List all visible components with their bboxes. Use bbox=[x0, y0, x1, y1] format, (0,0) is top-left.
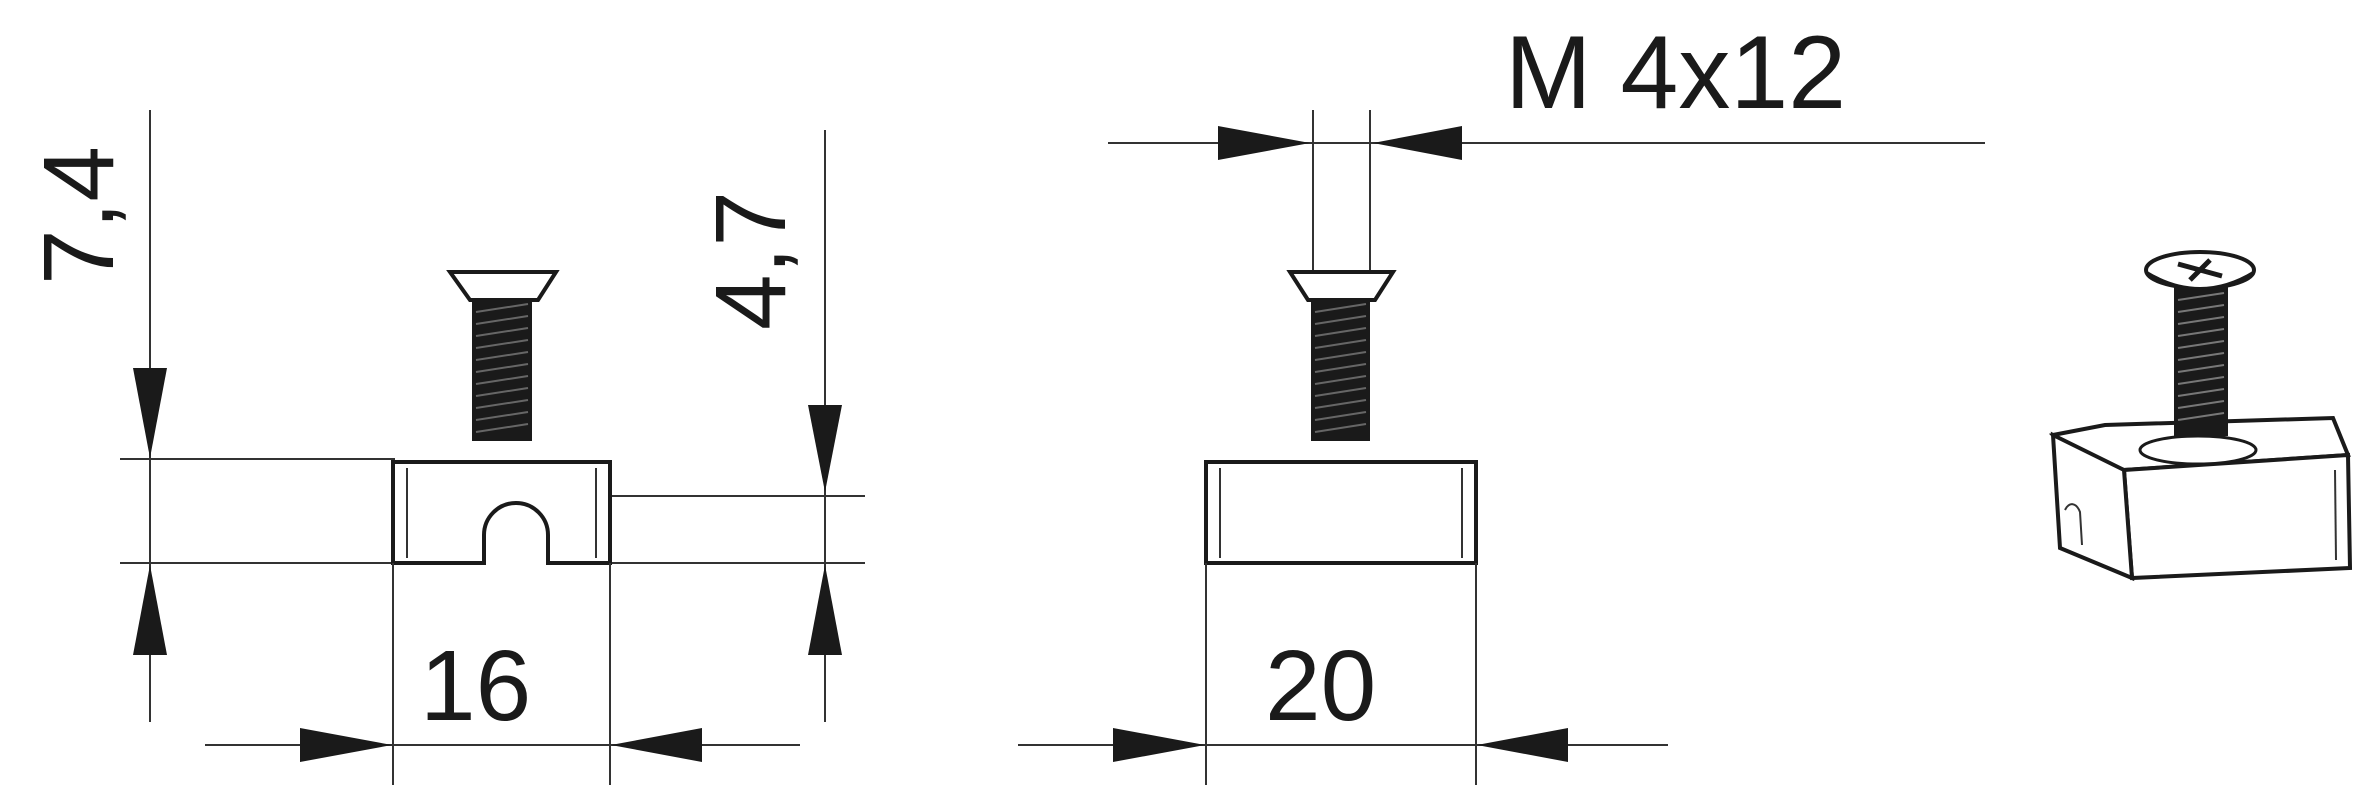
dim-label-16: 16 bbox=[420, 630, 531, 742]
dim-label-20: 20 bbox=[1265, 630, 1376, 742]
arrow-16-right bbox=[611, 728, 702, 762]
iso-hole bbox=[2138, 434, 2258, 466]
screw-front bbox=[1286, 270, 1397, 441]
screw-side bbox=[446, 270, 560, 441]
arrow-20-left bbox=[1113, 728, 1205, 762]
arrow-m4-right bbox=[1373, 126, 1462, 160]
iso-screw bbox=[2144, 250, 2256, 436]
dim-label-4-7: 4,7 bbox=[695, 191, 807, 330]
arrow-20-right bbox=[1477, 728, 1568, 762]
dim-label-7-4: 7,4 bbox=[23, 146, 135, 285]
arrow-4-7-bottom bbox=[808, 565, 842, 655]
front-view: M 4x12 20 bbox=[1018, 15, 1985, 785]
iso-slot bbox=[2064, 503, 2083, 546]
arrow-m4-left bbox=[1218, 126, 1310, 160]
clamp-block-side bbox=[391, 460, 612, 565]
clamp-block-front bbox=[1204, 460, 1478, 565]
arrow-4-7-top bbox=[808, 405, 842, 492]
isometric-view bbox=[2048, 250, 2353, 582]
arrow-7-4-bottom bbox=[133, 565, 167, 655]
arrow-16-left bbox=[300, 728, 392, 762]
iso-block-side bbox=[2050, 431, 2135, 582]
dim-label-m4x12: M 4x12 bbox=[1505, 15, 1846, 131]
arrow-7-4-top bbox=[133, 368, 167, 458]
iso-block-front bbox=[2121, 452, 2353, 581]
side-view: 7,4 4,7 16 bbox=[23, 110, 865, 785]
iso-edge bbox=[2334, 469, 2337, 561]
